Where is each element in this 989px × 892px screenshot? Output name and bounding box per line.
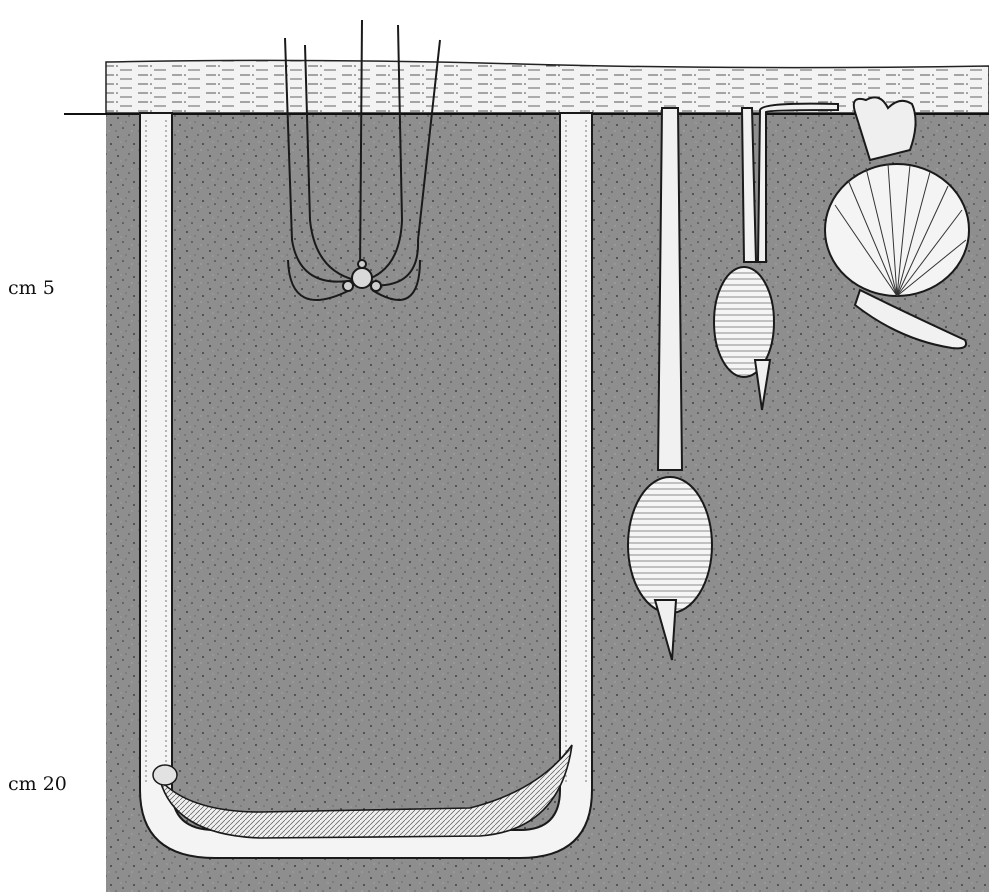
depth-label-20cm: cm 20 [8, 773, 67, 795]
depth-label-5cm: cm 5 [8, 277, 55, 299]
